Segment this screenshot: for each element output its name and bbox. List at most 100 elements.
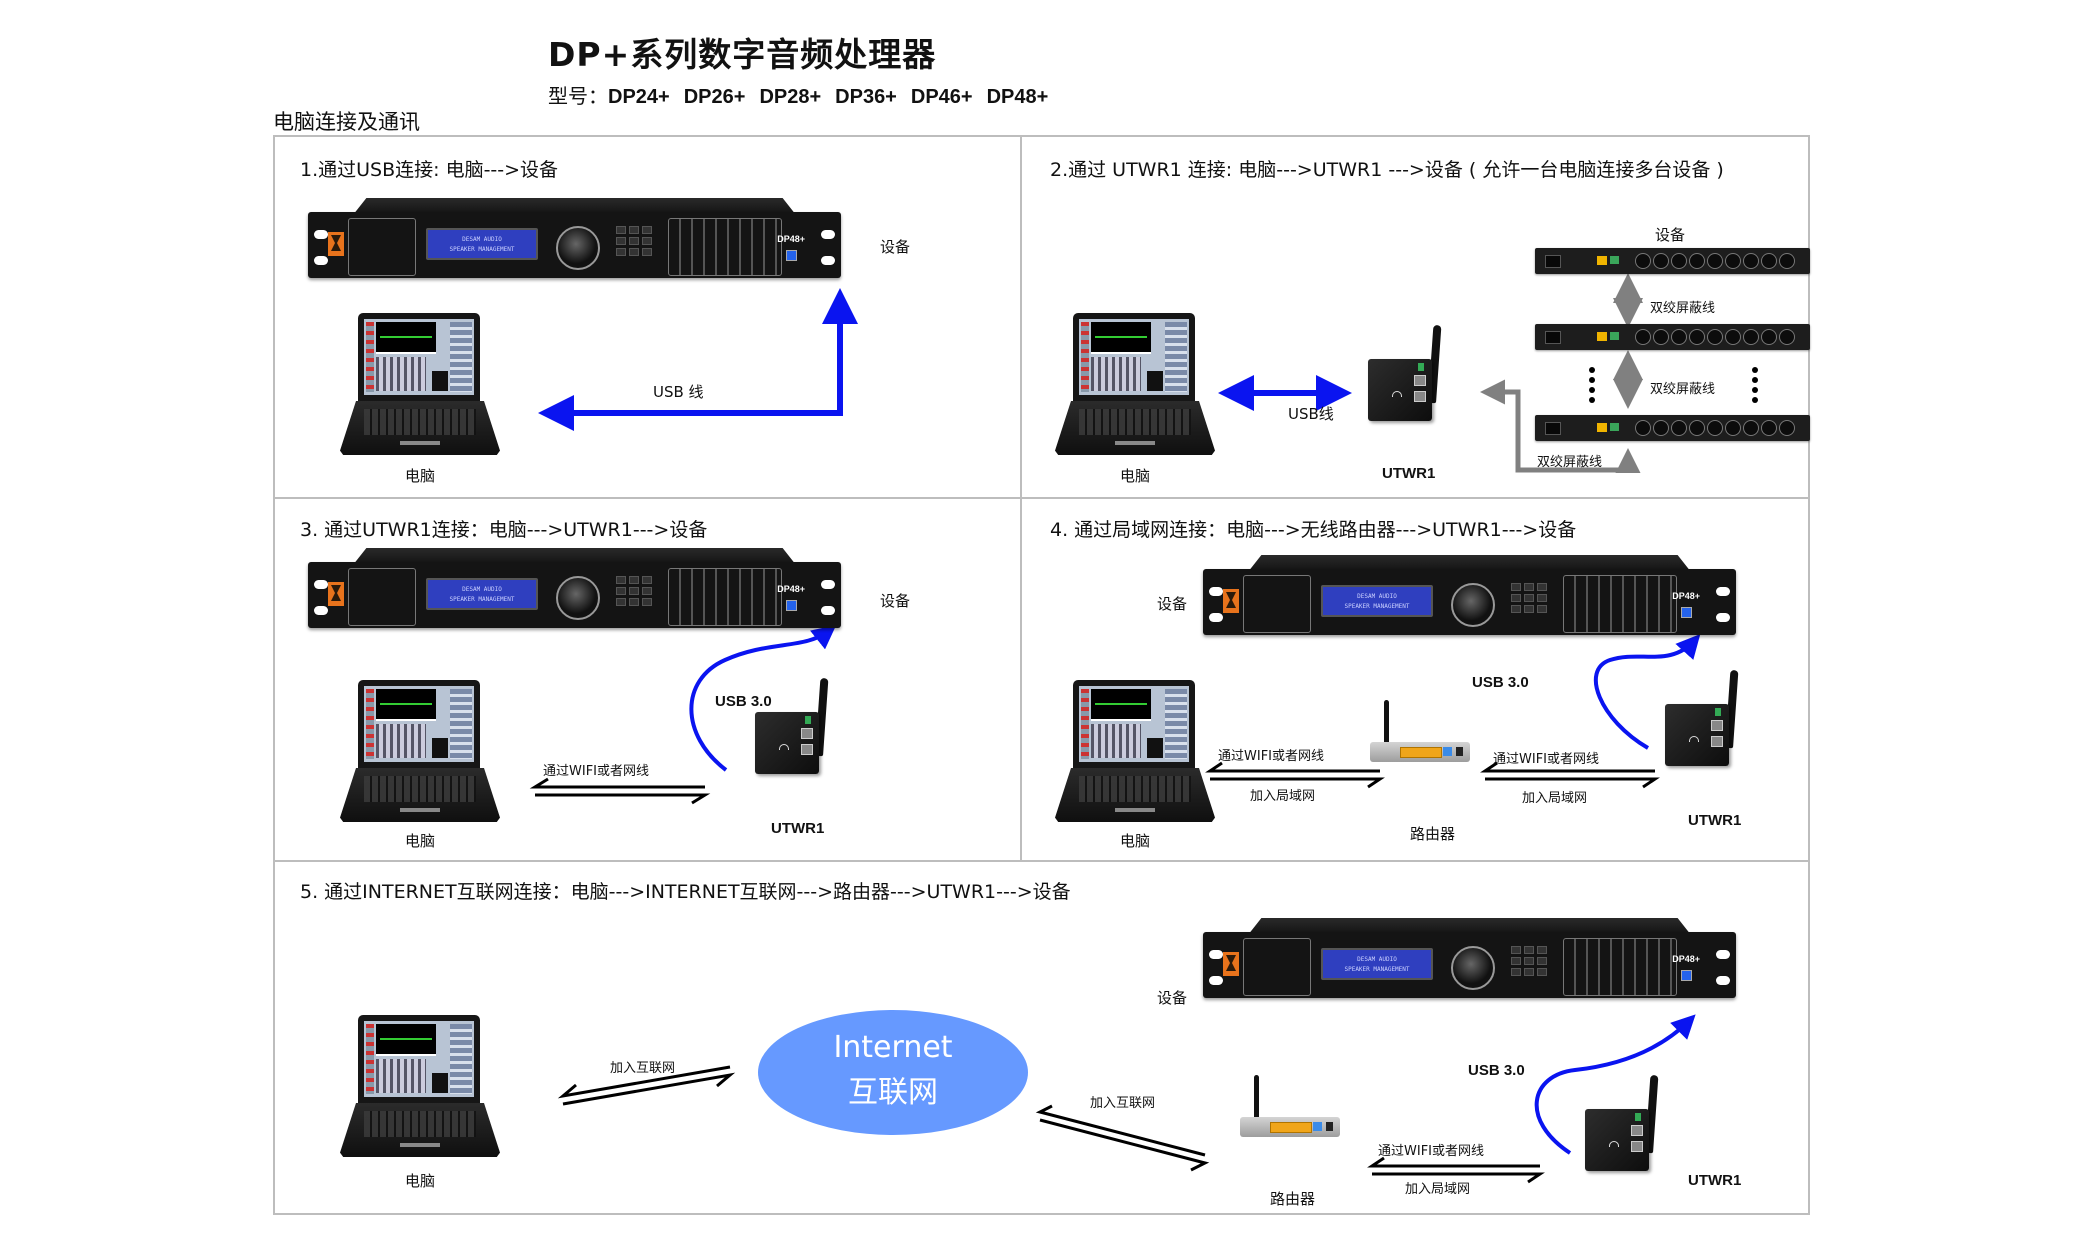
model-item: DP24+ — [608, 86, 670, 108]
wifi-link-label: 通过WIFI或者网线 — [1493, 752, 1599, 767]
lan-link-arrow — [1367, 1156, 1540, 1168]
shield-cable-label: 双绞屏蔽线 — [1650, 382, 1716, 397]
join-internet-label: 加入互联网 — [610, 1061, 676, 1076]
router-label: 路由器 — [1270, 1190, 1316, 1208]
laptop-icon — [340, 680, 500, 822]
section-heading: 电脑连接及通讯 — [273, 110, 420, 134]
usb-cable-label: USB 线 — [653, 383, 704, 401]
laptop-icon — [1055, 313, 1215, 455]
internet-link-arrow — [562, 1072, 736, 1106]
model-list: 型号：DP24+ DP26+ DP28+ DP36+ DP46+ DP48+ — [548, 80, 1062, 109]
model-item: DP28+ — [759, 86, 822, 108]
lan-join-label: 加入局域网 — [1405, 1182, 1471, 1197]
shield-cable-label: 双绞屏蔽线 — [1650, 301, 1716, 316]
laptop-icon — [1055, 680, 1215, 822]
usb-3-label: USB 3.0 — [715, 693, 772, 710]
section-2-title: 2.通过 UTWR1 连接: 电脑--->UTWR1 --->设备 ( 允许一台… — [1050, 159, 1724, 181]
usb-port-icon — [786, 600, 797, 611]
utwr1-label: UTWR1 — [771, 820, 825, 837]
router-label: 路由器 — [1410, 825, 1456, 843]
row-divider — [273, 860, 1810, 862]
internet-link-arrow — [1039, 1118, 1210, 1172]
section-1-title: 1.通过USB连接: 电脑--->设备 — [300, 159, 559, 181]
wifi-link-arrow — [529, 777, 705, 789]
computer-label: 电脑 — [405, 832, 436, 850]
computer-label: 电脑 — [405, 1172, 436, 1190]
wifi-link-arrow — [535, 793, 711, 805]
section-4-title: 4. 通过局域网连接：电脑--->无线路由器--->UTWR1--->设备 — [1050, 519, 1577, 541]
brand-logo-icon — [328, 582, 344, 606]
shield-cable-label: 双绞屏蔽线 — [1537, 455, 1603, 470]
device-label: 设备 — [1655, 226, 1686, 244]
usb-curve-arrow — [689, 625, 837, 772]
brand-logo-icon — [1223, 952, 1239, 976]
utwr1-label: UTWR1 — [1382, 465, 1436, 482]
usb-curve-arrow — [1534, 1014, 1696, 1155]
model-item: DP46+ — [910, 86, 973, 108]
internet-label: Internet — [833, 1030, 953, 1065]
device-label: 设备 — [1157, 595, 1188, 613]
computer-label: 电脑 — [1120, 832, 1151, 850]
brand-logo-icon — [328, 232, 344, 256]
lan-link-arrow — [1210, 777, 1385, 789]
router-icon — [1240, 1075, 1340, 1145]
internet-link-arrow — [1035, 1104, 1206, 1157]
rack-unit-rear — [1535, 415, 1810, 441]
usb-port-icon — [786, 250, 797, 261]
lan-join-label: 加入局域网 — [1522, 791, 1588, 806]
section-5-title: 5. 通过INTERNET互联网连接：电脑--->INTERNET互联网--->… — [300, 881, 1071, 903]
usb-port-icon — [1681, 970, 1692, 981]
model-item: DP26+ — [683, 86, 746, 108]
model-item: DP48+ — [986, 86, 1049, 108]
usb-3-label: USB 3.0 — [1468, 1062, 1525, 1079]
usb-cable-label: USB线 — [1288, 405, 1334, 423]
lan-link-arrow — [1480, 761, 1655, 773]
utwr1-device-icon — [1665, 669, 1753, 770]
laptop-icon — [340, 1015, 500, 1157]
device-label: 设备 — [880, 238, 911, 256]
device-label: 设备 — [1157, 989, 1188, 1007]
usb-3-label: USB 3.0 — [1472, 674, 1529, 691]
rotary-knob-icon — [1451, 946, 1495, 990]
usb-curve-arrow — [1593, 634, 1701, 750]
lan-link-arrow — [1485, 777, 1660, 789]
wifi-link-label: 通过WIFI或者网线 — [1378, 1144, 1484, 1159]
utwr1-device-icon — [1368, 324, 1456, 425]
lan-link-arrow — [1372, 1172, 1545, 1184]
internet-label-cn: 互联网 — [848, 1075, 938, 1110]
wifi-link-label: 通过WIFI或者网线 — [543, 764, 649, 779]
laptop-icon — [340, 313, 500, 455]
router-icon — [1370, 700, 1470, 770]
internet-cloud: Internet 互联网 — [758, 1010, 1028, 1135]
model-item: DP36+ — [835, 86, 897, 108]
diagram-frame — [273, 135, 1810, 1215]
rack-unit-rear — [1535, 324, 1810, 350]
rotary-knob-icon — [556, 226, 600, 270]
page-title: DP+系列数字音频处理器 — [548, 35, 937, 74]
utwr1-device-icon — [755, 677, 843, 778]
rotary-knob-icon — [1451, 583, 1495, 627]
computer-label: 电脑 — [1120, 467, 1151, 485]
internet-link-arrow — [557, 1065, 731, 1099]
continuation-dots — [1589, 367, 1758, 403]
row-divider — [273, 497, 1810, 499]
device-label: 设备 — [880, 592, 911, 610]
lan-link-arrow — [1205, 761, 1380, 773]
usb-port-icon — [1681, 607, 1692, 618]
wifi-link-label: 通过WIFI或者网线 — [1218, 749, 1324, 764]
join-internet-label: 加入互联网 — [1090, 1096, 1156, 1111]
brand-logo-icon — [1223, 589, 1239, 613]
computer-label: 电脑 — [405, 467, 436, 485]
utwr1-label: UTWR1 — [1688, 1172, 1742, 1189]
models-label: 型号： — [548, 84, 608, 108]
rotary-knob-icon — [556, 576, 600, 620]
